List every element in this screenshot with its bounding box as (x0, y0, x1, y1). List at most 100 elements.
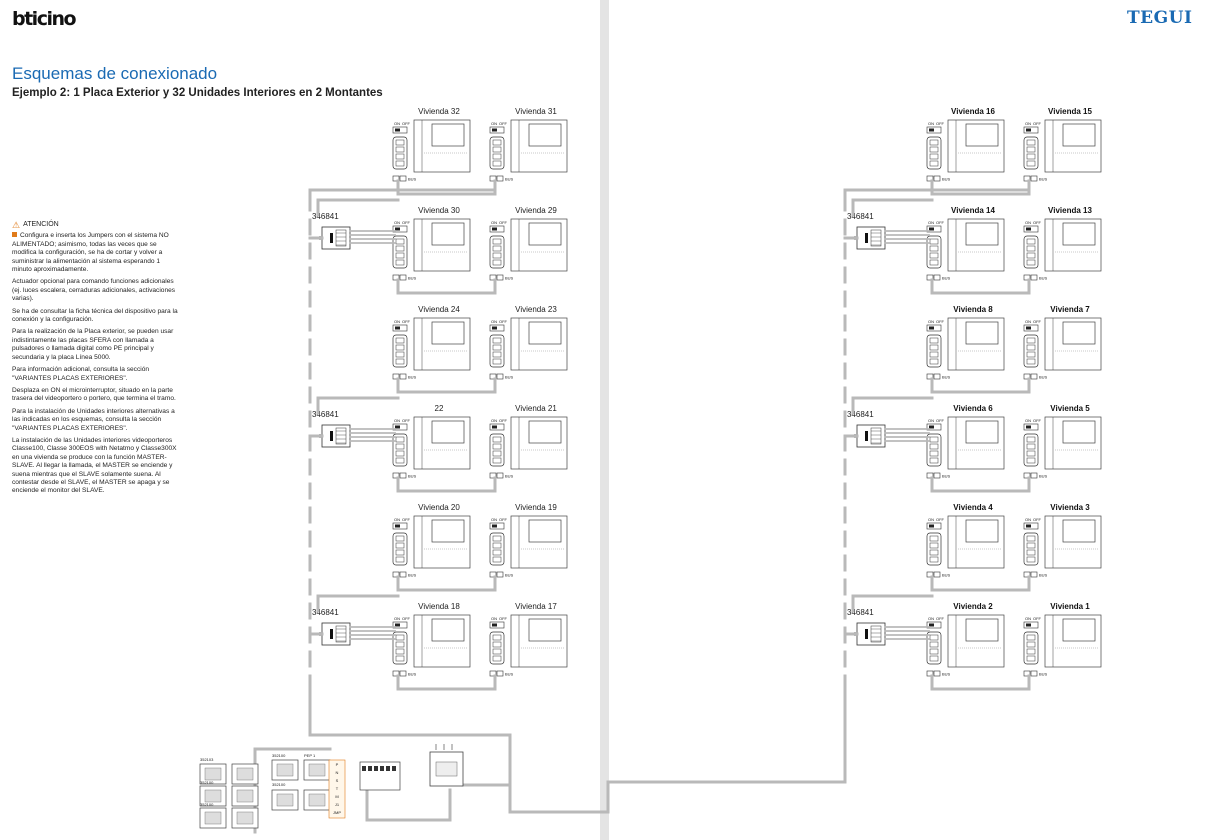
dip-switch-lever (395, 623, 400, 627)
terminal-label: S (336, 778, 339, 783)
jumper-slot (492, 436, 502, 443)
unit-label: Vivienda 18 (418, 602, 460, 611)
jumper-slot (395, 436, 405, 443)
panel-module-face (236, 767, 254, 781)
unit-off-label: OFF (402, 319, 411, 324)
module-code: 352100 (200, 802, 214, 807)
riser-link (851, 198, 934, 217)
terminal-label: P (336, 762, 339, 767)
jumper-slot (1026, 457, 1036, 464)
bus-terminal (926, 670, 934, 677)
monitor-screen (528, 123, 562, 147)
distributor-346841: 346841 (312, 212, 351, 250)
distributor-code: 346841 (847, 212, 874, 221)
jumper-slot (1026, 252, 1036, 259)
jumper-slot (1026, 556, 1036, 563)
riser-top-wire (843, 188, 1031, 198)
unit-label: Vivienda 8 (953, 305, 993, 314)
bus-wire (396, 674, 497, 691)
panel-module-face (276, 763, 294, 777)
dip-switch-lever (1026, 326, 1031, 330)
bus-terminal (1030, 175, 1038, 182)
dip-switch-lever (492, 425, 497, 429)
unit-on-label: ON (1025, 418, 1031, 423)
jumper-slot (395, 259, 405, 266)
jumper-slot (395, 450, 405, 457)
jumper-slot (492, 641, 502, 648)
dip-switch-lever (492, 623, 497, 627)
distributor-346841: 346841 (312, 410, 351, 448)
jumper-slot (492, 245, 502, 252)
jumper-slot (492, 146, 502, 153)
jumper-slot (929, 648, 939, 655)
terminal-label: JMP (333, 810, 341, 815)
distributor-code: 346841 (312, 410, 339, 419)
jumper-slot (929, 344, 939, 351)
unit-off-label: OFF (499, 517, 508, 522)
jumper-slot (1026, 160, 1036, 167)
jumper-slot (929, 457, 939, 464)
jumper-slot (492, 450, 502, 457)
distributor-jumper (330, 233, 333, 243)
distributor-346841: 346841 (847, 212, 886, 250)
jumper-slot (1026, 337, 1036, 344)
bus-label: BUS (942, 276, 951, 281)
jumper-slot (395, 139, 405, 146)
jumper-slot (929, 146, 939, 153)
jumper-slot (395, 556, 405, 563)
bus-terminal (1030, 571, 1038, 578)
unit-on-label: ON (491, 418, 497, 423)
bticino-logo: bticino (12, 8, 77, 30)
panel-module-face (204, 789, 222, 803)
bus-terminal (399, 472, 407, 479)
bus-terminal (489, 175, 497, 182)
bus-terminal (933, 274, 941, 281)
bus-terminal (496, 175, 504, 182)
dip-switch-lever (1026, 623, 1031, 627)
distributor-terminals (870, 625, 882, 643)
bus-terminal (392, 472, 400, 479)
unit-off-label: OFF (936, 616, 945, 621)
unit-on-label: ON (394, 319, 400, 324)
distributor-346841: 346841 (847, 608, 886, 646)
unit-off-label: OFF (1033, 319, 1042, 324)
note-paragraph: Para información adicional, consulta la … (12, 366, 150, 382)
page-title: Esquemas de conexionado (12, 64, 218, 83)
panel-module-face (308, 793, 326, 807)
monitor-screen (431, 222, 465, 246)
monitor-screen (1062, 321, 1096, 345)
dip-switch-lever (395, 425, 400, 429)
jumper-slot (395, 634, 405, 641)
dip-switch-lever (929, 623, 934, 627)
monitor-screen (965, 519, 999, 543)
riser-link (851, 594, 934, 613)
note-paragraph: Para la instalación de Unidades interior… (12, 407, 175, 432)
bus-terminal (926, 571, 934, 578)
relay-pin (380, 766, 384, 771)
jumper-slot (492, 344, 502, 351)
unit-label: Vivienda 24 (418, 305, 460, 314)
note-paragraph: Desplaza en ON el microinterruptor, situ… (12, 386, 176, 403)
bus-terminal (1030, 274, 1038, 281)
warning-heading: ⚠ ATENCIÓN (12, 220, 178, 229)
bus-terminal (926, 373, 934, 380)
jumper-slot (929, 655, 939, 662)
bus-terminal (399, 670, 407, 677)
bus-label: BUS (505, 177, 514, 182)
unit-label: Vivienda 6 (953, 404, 993, 413)
bus-terminal (926, 472, 934, 479)
jumper-slot (492, 648, 502, 655)
monitor-screen (965, 321, 999, 345)
jumper-slot (929, 337, 939, 344)
distributor-terminals (870, 229, 882, 247)
unit-off-label: OFF (402, 121, 411, 126)
jumper-slot (492, 337, 502, 344)
warning-label: ATENCIÓN (23, 221, 59, 228)
jumper-slot (929, 259, 939, 266)
bus-terminal (392, 274, 400, 281)
